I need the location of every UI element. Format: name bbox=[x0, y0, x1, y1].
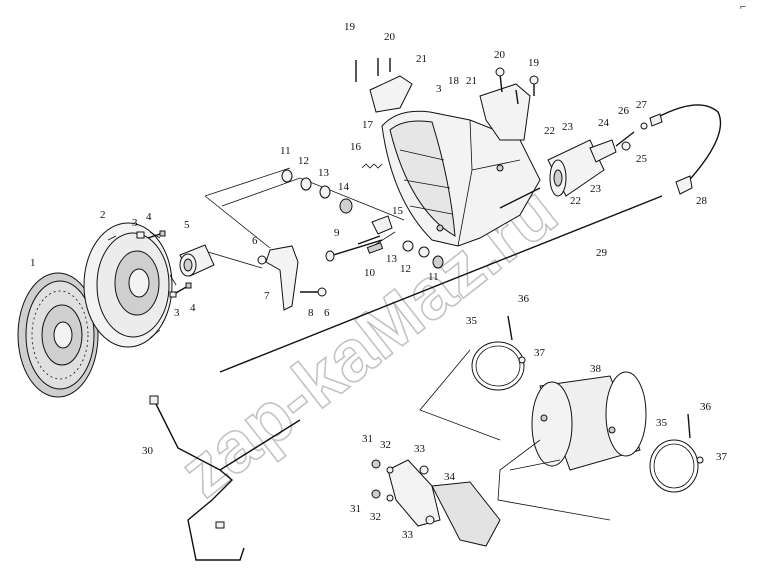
bushing-set-lower bbox=[402, 240, 444, 269]
callout-32: 32 bbox=[380, 439, 391, 451]
bushing-set-upper bbox=[281, 169, 393, 235]
callout-14: 14 bbox=[338, 181, 350, 193]
callout-12: 12 bbox=[400, 263, 411, 275]
callout-18: 18 bbox=[448, 75, 460, 87]
callout-33: 33 bbox=[414, 443, 426, 455]
strap-35-upper bbox=[471, 315, 526, 391]
callout-9: 9 bbox=[334, 227, 340, 239]
callout-35: 35 bbox=[656, 417, 668, 429]
hose-28 bbox=[659, 104, 722, 195]
callout-38: 38 bbox=[590, 363, 602, 375]
strap-35-lower bbox=[649, 413, 704, 493]
callout-22: 22 bbox=[570, 195, 581, 207]
callout-29: 29 bbox=[596, 247, 608, 259]
callout-36: 36 bbox=[700, 401, 712, 413]
corner-mark: ⌐ bbox=[740, 1, 746, 13]
callout-23: 23 bbox=[590, 183, 602, 195]
bracket-21-left bbox=[355, 58, 413, 113]
clutch-housing bbox=[381, 110, 541, 247]
callout-27: 27 bbox=[636, 99, 648, 111]
callout-30: 30 bbox=[142, 445, 154, 457]
callout-5: 5 bbox=[184, 219, 190, 231]
callout-19: 19 bbox=[344, 21, 356, 33]
clutch-disc bbox=[17, 272, 99, 398]
callout-4: 4 bbox=[146, 211, 152, 223]
callout-16: 16 bbox=[350, 141, 362, 153]
rod-29 bbox=[219, 195, 663, 373]
callout-22: 22 bbox=[544, 125, 555, 137]
callout-28: 28 bbox=[696, 195, 708, 207]
callout-3: 3 bbox=[174, 307, 180, 319]
callout-11: 11 bbox=[280, 145, 291, 157]
callout-6: 6 bbox=[324, 307, 330, 319]
callout-21: 21 bbox=[466, 75, 477, 87]
callout-10: 10 bbox=[364, 267, 376, 279]
bolt-3-4-lower bbox=[169, 282, 192, 298]
bracket-assembly bbox=[371, 459, 501, 547]
callout-15: 15 bbox=[392, 205, 404, 217]
callout-19: 19 bbox=[528, 57, 540, 69]
callout-7: 7 bbox=[264, 290, 270, 302]
release-bearing bbox=[179, 244, 215, 277]
pipe-30 bbox=[149, 395, 301, 561]
callout-20: 20 bbox=[384, 31, 396, 43]
callout-34: 34 bbox=[444, 471, 456, 483]
pressure-plate bbox=[83, 222, 177, 348]
callout-1: 1 bbox=[30, 257, 36, 269]
callout-17: 17 bbox=[362, 119, 374, 131]
callout-3: 3 bbox=[132, 217, 138, 229]
callout-25: 25 bbox=[636, 153, 648, 165]
callout-37: 37 bbox=[534, 347, 546, 359]
callout-35: 35 bbox=[466, 315, 478, 327]
callout-26: 26 bbox=[618, 105, 630, 117]
callout-13: 13 bbox=[318, 167, 330, 179]
watermark-text: zap-kaМаz.ru bbox=[166, 171, 572, 513]
release-fork bbox=[257, 245, 327, 311]
callout-31: 31 bbox=[362, 433, 373, 445]
callout-2: 2 bbox=[100, 209, 106, 221]
callout-11: 11 bbox=[428, 271, 439, 283]
callout-4: 4 bbox=[190, 302, 196, 314]
callout-21: 21 bbox=[416, 53, 427, 65]
callout-8: 8 bbox=[308, 307, 314, 319]
callout-3: 3 bbox=[436, 83, 442, 95]
bracket-21-right bbox=[479, 67, 539, 141]
callout-32: 32 bbox=[370, 511, 381, 523]
callout-36: 36 bbox=[518, 293, 530, 305]
callout-6: 6 bbox=[252, 235, 258, 247]
spring-16 bbox=[361, 163, 383, 169]
callout-24: 24 bbox=[598, 117, 610, 129]
callout-12: 12 bbox=[298, 155, 309, 167]
callout-20: 20 bbox=[494, 49, 506, 61]
callout-13: 13 bbox=[386, 253, 398, 265]
callout-23: 23 bbox=[562, 121, 574, 133]
callout-33: 33 bbox=[402, 529, 414, 541]
callout-31: 31 bbox=[350, 503, 361, 515]
slave-cylinder bbox=[499, 131, 635, 209]
air-tank bbox=[531, 371, 647, 471]
shaft-9-10 bbox=[325, 235, 384, 262]
callout-37: 37 bbox=[716, 451, 728, 463]
bolt-3-4-upper bbox=[136, 230, 166, 239]
callout-labels: 1 2 3 4 5 3 4 6 7 8 6 9 10 11 12 13 14 1… bbox=[30, 21, 728, 541]
